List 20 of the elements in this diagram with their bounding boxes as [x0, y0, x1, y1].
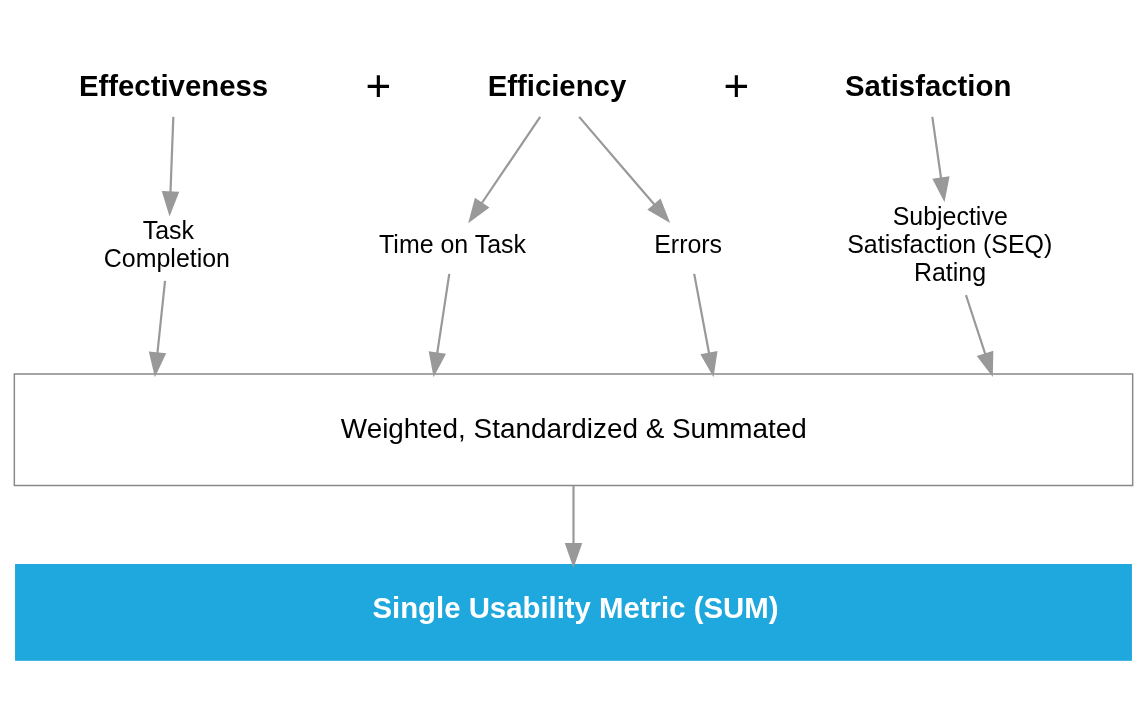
arrow [564, 485, 583, 568]
label: + [723, 60, 750, 110]
arrow [964, 294, 994, 378]
node-text: Subjective Satisfaction (SEQ) Rating [847, 202, 1053, 286]
node-text: Errors [654, 230, 723, 259]
node-text: Effectiveness [78, 68, 269, 102]
node-box: Single Usability Metric (SUM) [15, 564, 1132, 661]
arrow [468, 116, 542, 224]
label: + [365, 60, 392, 110]
arrow [931, 116, 950, 203]
arrow [148, 280, 167, 378]
node-text: Efficiency [487, 68, 627, 102]
arrow [161, 116, 180, 217]
node-text: Time on Task [379, 230, 526, 259]
arrow [693, 273, 718, 378]
node-box: Weighted, Standardized & Summated [13, 373, 1134, 487]
arrow [578, 116, 671, 224]
node-text: Task Completion [103, 216, 230, 272]
node-text: Satisfaction [845, 68, 1012, 102]
arrow [428, 273, 451, 378]
